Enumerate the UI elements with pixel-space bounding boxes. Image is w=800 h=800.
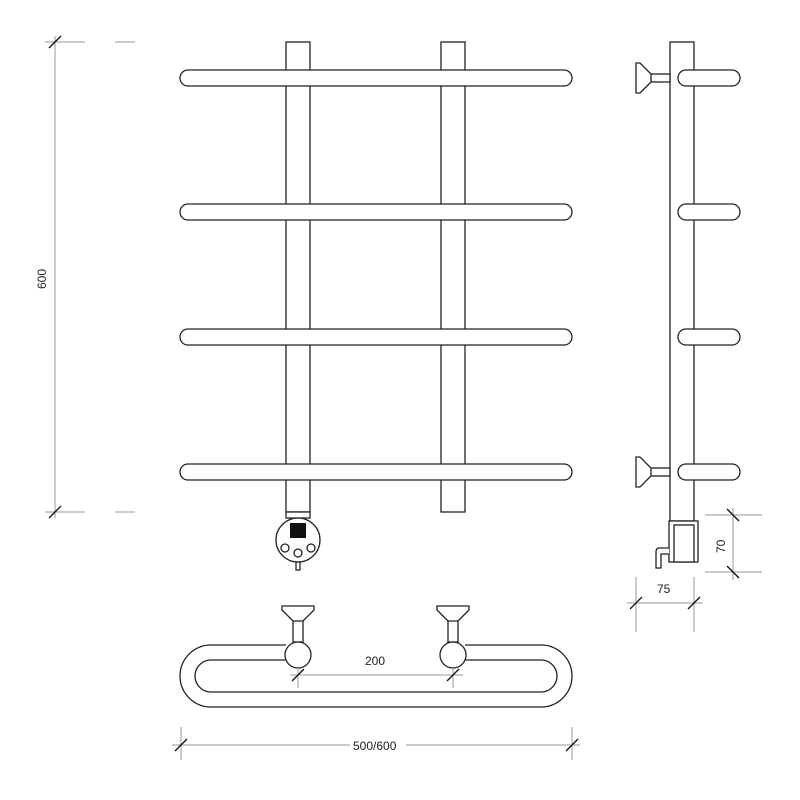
dimension-height: 600 [35,35,135,519]
crossbar-4 [179,463,573,481]
heater-element-side [655,520,699,569]
crossbar-1 [179,69,573,87]
side-pipe [669,41,695,522]
left-vertical-pipe [285,41,311,513]
top-bracket-left [281,605,315,669]
heater-depth-label: 75 [657,582,671,596]
crossbar-2 [179,203,573,221]
height-label: 600 [35,269,49,289]
top-bracket-right [436,605,470,669]
width-label: 500/600 [353,739,397,753]
dimension-width: 500/600 [172,727,580,760]
wall-bracket-bottom [635,456,671,488]
heater-element-front [275,511,321,571]
wall-bracket-top [635,62,671,94]
right-vertical-pipe [440,41,466,513]
heater-control-panel [290,523,306,538]
dimension-heater-depth: 75 [627,577,703,632]
side-view [635,41,741,569]
front-view [179,41,573,571]
dimension-mount-spacing: 200 [290,654,463,688]
dimension-heater-height: 70 [705,508,762,580]
mount-spacing-label: 200 [365,654,385,668]
crossbar-3 [179,328,573,346]
heater-height-label: 70 [714,539,728,553]
